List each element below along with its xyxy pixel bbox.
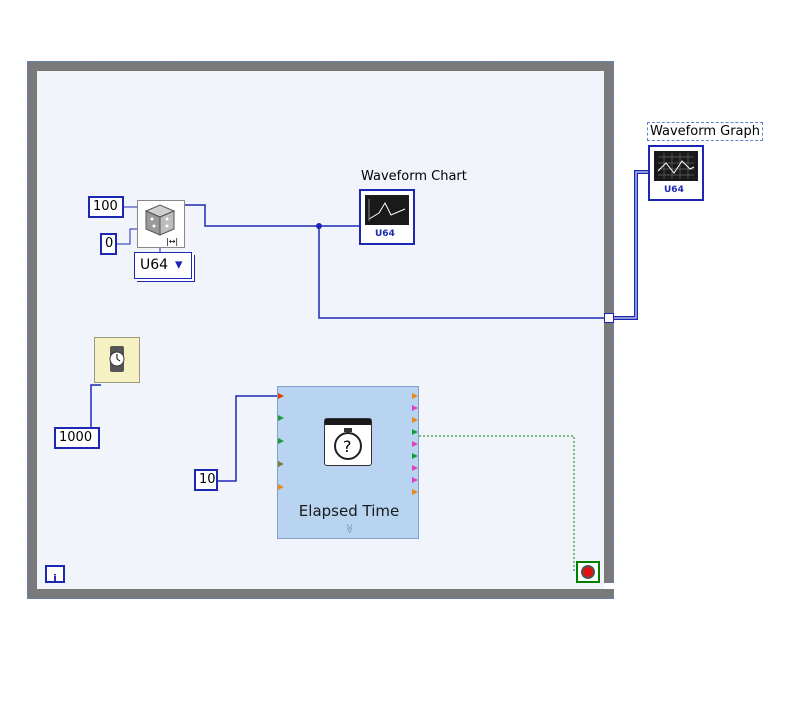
stopwatch-icon (109, 346, 125, 372)
wait-ms-node[interactable] (94, 337, 140, 383)
wire-elapsed-to-stop (419, 435, 575, 572)
waveform-chart-label: Waveform Chart (361, 169, 467, 184)
wire-array-to-graph (614, 170, 648, 320)
iteration-terminal: i (45, 565, 65, 585)
stop-button-terminal[interactable] (576, 561, 600, 583)
lower-limit-constant[interactable]: 0 (100, 233, 117, 255)
svg-text:?: ? (343, 437, 352, 456)
graph-type-badge: U64 (664, 185, 684, 195)
elapsed-time-title: Elapsed Time (298, 502, 400, 520)
upper-limit-constant[interactable]: 100 (88, 196, 124, 218)
while-loop-corner-gap (604, 583, 616, 589)
elapsed-time-express-vi[interactable]: ? Elapsed Time ≫ (277, 386, 419, 539)
wait-ms-constant[interactable]: 1000 (54, 427, 100, 449)
wire-lower-limit (117, 228, 137, 245)
waveform-graph-label[interactable]: Waveform Graph (647, 122, 763, 141)
chart-type-badge: U64 (375, 229, 395, 239)
waveform-graph-terminal[interactable]: U64 (648, 145, 704, 201)
wire-random-to-tunnel (318, 226, 604, 319)
indexing-tunnel[interactable] (604, 313, 614, 323)
random-number-node[interactable]: |↔| (137, 200, 185, 248)
waveform-chart-terminal[interactable]: U64 (359, 189, 415, 245)
wire-wait-ms (90, 384, 101, 427)
dice-icon: |↔| (144, 204, 178, 246)
input-terminals (278, 393, 418, 495)
graph-icon (654, 151, 698, 181)
iteration-terminal-label: i (53, 572, 57, 585)
chart-icon (365, 195, 409, 225)
target-time-constant[interactable]: 10 (194, 469, 218, 491)
wire-array-to-graph-inner (614, 171, 648, 319)
wire-random-to-chart (185, 204, 360, 227)
stop-icon (581, 565, 595, 579)
svg-text:|↔|: |↔| (166, 237, 178, 246)
representation-dropdown[interactable]: U64 ▾ (134, 252, 192, 279)
representation-value: U64 (140, 257, 169, 273)
expand-chevron-icon[interactable]: ≫ (343, 523, 355, 534)
wire-target-time (218, 395, 277, 482)
chevron-down-icon: ▾ (175, 255, 183, 273)
stopwatch-question-icon: ? (324, 418, 372, 466)
